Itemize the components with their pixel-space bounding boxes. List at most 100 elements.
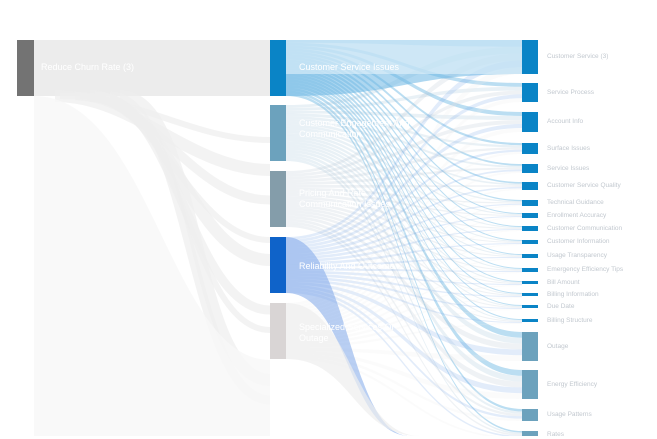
category-node bbox=[270, 40, 286, 96]
category-flow bbox=[286, 323, 522, 348]
category-node bbox=[270, 105, 286, 161]
outcome-label: Customer Communication bbox=[547, 224, 623, 232]
category-flow bbox=[286, 93, 522, 433]
category-flow bbox=[286, 62, 522, 228]
category-flow bbox=[286, 203, 522, 257]
category-flow bbox=[286, 353, 522, 421]
category-flow bbox=[286, 207, 522, 296]
outcome-label: Energy Efficiency bbox=[547, 380, 598, 388]
category-flow bbox=[286, 152, 522, 382]
category-flow bbox=[286, 60, 522, 240]
category-flow bbox=[286, 138, 522, 283]
category-flow bbox=[286, 155, 522, 414]
category-flow bbox=[286, 127, 522, 228]
category-flow bbox=[286, 244, 522, 331]
category-flow bbox=[286, 59, 522, 214]
outcome-node bbox=[522, 112, 538, 132]
outcome-label: Account Info bbox=[547, 118, 584, 125]
category-flow bbox=[286, 224, 522, 436]
outcome-label: Service Issues bbox=[547, 164, 590, 172]
category-flow bbox=[286, 257, 522, 268]
outcome-label: Enrollment Accuracy bbox=[547, 211, 607, 219]
category-flow bbox=[286, 204, 522, 284]
category-flow bbox=[286, 272, 522, 337]
category-label-engagement: Customer Engagement And Communication bbox=[299, 118, 410, 139]
source-band bbox=[34, 40, 270, 96]
outcome-node bbox=[522, 143, 538, 154]
category-flow bbox=[286, 196, 522, 243]
category-node bbox=[270, 171, 286, 227]
category-flow bbox=[286, 124, 522, 246]
source-links bbox=[34, 40, 271, 436]
category-flow bbox=[286, 56, 522, 202]
outcome-label: Billing Structure bbox=[547, 316, 593, 324]
category-flow bbox=[286, 229, 522, 263]
category-flow bbox=[286, 113, 522, 148]
category-flow bbox=[286, 309, 522, 345]
outcome-label: Usage Patterns bbox=[547, 411, 592, 418]
category-flow bbox=[286, 51, 522, 166]
source-node bbox=[17, 40, 34, 96]
category-flow bbox=[286, 147, 522, 321]
category-flow bbox=[286, 167, 522, 185]
category-flow bbox=[286, 141, 522, 295]
category-flow bbox=[286, 190, 522, 216]
category-flow bbox=[286, 119, 522, 186]
category-flow bbox=[286, 158, 522, 435]
category-flow bbox=[286, 270, 522, 285]
category-flow bbox=[286, 169, 522, 251]
outcome-label: Rates bbox=[547, 431, 564, 438]
category-flow bbox=[286, 87, 522, 376]
primary-band bbox=[286, 40, 522, 74]
outcome-node bbox=[522, 305, 538, 308]
category-flow bbox=[286, 284, 522, 394]
outcome-node bbox=[522, 200, 538, 206]
category-flow bbox=[286, 67, 522, 306]
category-flow bbox=[286, 281, 522, 356]
category-flow bbox=[286, 73, 522, 282]
category-flow bbox=[286, 210, 522, 308]
outcome-label: Technical Guidance bbox=[547, 199, 604, 206]
outcome-node bbox=[522, 370, 538, 399]
category-flow bbox=[286, 86, 522, 111]
outcome-node bbox=[522, 319, 538, 322]
category-label-pricing: Pricing And Rate Communication Issues bbox=[299, 188, 391, 209]
category-flow bbox=[286, 68, 522, 255]
category-flow bbox=[286, 199, 522, 257]
category-flow bbox=[286, 48, 522, 146]
category-flow bbox=[286, 279, 522, 323]
outcome-node bbox=[522, 213, 538, 218]
category-flow bbox=[286, 98, 522, 309]
outcome-node bbox=[522, 268, 538, 272]
category-flow bbox=[286, 187, 522, 204]
outcome-label: Service Process bbox=[547, 88, 594, 96]
category-flow bbox=[286, 147, 522, 183]
nodes bbox=[17, 40, 538, 436]
outcome-node bbox=[522, 293, 538, 296]
source-node-label: Reduce Churn Rate (3) bbox=[41, 62, 135, 72]
category-flow bbox=[286, 186, 522, 254]
category-flow bbox=[286, 188, 522, 320]
outcome-label: Emergency Efficiency Tips bbox=[547, 266, 624, 273]
category-node bbox=[270, 237, 286, 293]
category-flow bbox=[286, 76, 522, 295]
outcome-label: Due Date bbox=[547, 302, 575, 310]
outcome-node bbox=[522, 226, 538, 231]
category-flow bbox=[286, 144, 522, 307]
outcome-label: Billing Information bbox=[547, 290, 599, 298]
category-flow bbox=[286, 185, 522, 188]
outcome-node bbox=[522, 281, 538, 284]
category-flow bbox=[286, 193, 522, 229]
category-flow bbox=[286, 290, 522, 436]
category-flow bbox=[286, 116, 522, 168]
outcome-node bbox=[522, 164, 538, 173]
category-flow bbox=[286, 276, 522, 309]
category-flow bbox=[286, 65, 522, 241]
category-flow bbox=[286, 350, 522, 399]
outcome-node bbox=[522, 332, 538, 361]
category-flow bbox=[286, 53, 522, 174]
outcome-node bbox=[522, 254, 538, 258]
category-label-specialized: Specialized Services Or Outage bbox=[299, 322, 395, 343]
reliability-flow bbox=[286, 237, 410, 436]
category-flow bbox=[286, 215, 522, 350]
